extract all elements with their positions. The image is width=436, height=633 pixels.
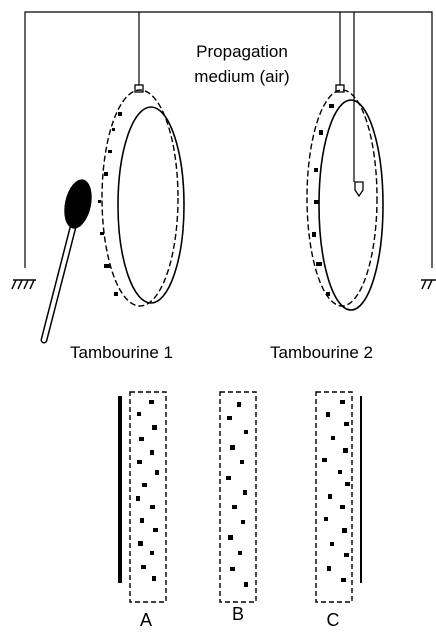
tambourine-2-label: Tambourine 2 — [270, 343, 373, 362]
tambourine-2 — [307, 85, 383, 310]
panel-a-label: A — [140, 610, 152, 630]
panel-c — [316, 392, 361, 602]
tambourine-2-particles — [312, 104, 334, 296]
panel-b — [220, 392, 256, 602]
tambourine-2-rim-back — [307, 90, 377, 306]
hook-left — [135, 85, 143, 92]
mallet-head — [60, 177, 96, 231]
tambourine-1-rim-front — [118, 107, 184, 303]
panel-a-particles — [136, 400, 159, 581]
panel-b-box — [220, 392, 256, 602]
panel-b-label: B — [232, 604, 244, 624]
tambourine-1-label: Tambourine 1 — [70, 343, 173, 362]
medium-label-line1: Propagation — [196, 42, 288, 61]
panel-a-box — [130, 392, 166, 602]
tambourine-1-rim-back — [102, 90, 178, 306]
pendulum-ball — [355, 182, 363, 196]
panel-c-particles — [322, 400, 350, 582]
panel-a — [120, 392, 166, 602]
panel-c-label: C — [327, 610, 340, 630]
ground-symbol-left — [12, 280, 36, 289]
tambourine-2-rim-front — [319, 100, 383, 310]
panel-b-particles — [226, 402, 248, 587]
medium-label-line2: medium (air) — [194, 67, 289, 86]
tambourine-1 — [98, 85, 184, 306]
mallet — [44, 177, 96, 340]
ground-symbol-right — [421, 280, 436, 289]
